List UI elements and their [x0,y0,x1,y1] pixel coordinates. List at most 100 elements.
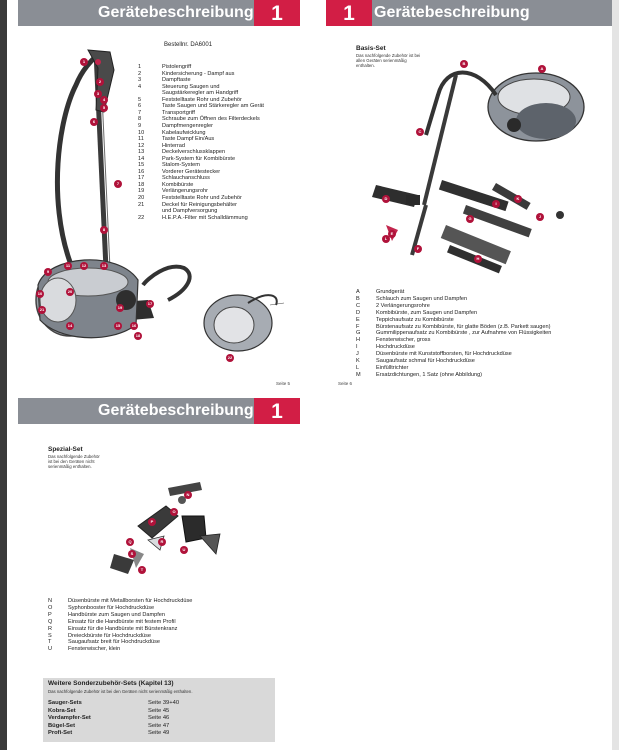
list-item-number: 7 [138,109,142,116]
list-item-number: 8 [138,116,142,123]
page-6: 1 Gerätebeschreibung Basis-Set Das nachf… [326,0,612,392]
list-item-number: H [356,337,361,344]
list-item-text: Grundgerät [376,289,405,295]
callout-marker: C [416,128,424,136]
callout-marker: 22 [226,354,234,362]
callout-marker: 16 [130,322,138,330]
list-item-number: B [356,295,360,302]
callout-marker: G [466,215,474,223]
list-item-number: 13 [138,149,145,156]
list-item-text: Düsenbürste mit Kunststoffborsten, für H… [376,351,512,358]
list-item-text: Taste Saugen und Stärkeregler am Gerät [162,103,264,110]
more-set-name: Verdampfer-Set [48,715,91,722]
list-item-number: S [48,632,52,639]
header-title: Gerätebeschreibung [98,4,254,21]
callout-marker: Q [126,538,134,546]
list-item-text: Einsatz für die Handbürste mit Bürstenkr… [68,625,178,632]
list-item-number: R [48,625,53,632]
list-item-number: 9 [138,122,142,129]
list-item-text: Pistolengriff [162,64,192,70]
viewer-scrollbar-track[interactable] [612,0,619,750]
callout-marker: 5 [100,104,108,112]
list-item-number: 22 [138,214,145,221]
spezial-set-illustration [110,482,221,574]
page-7: Gerätebeschreibung 1 Spezial-Set Das nac… [18,398,300,750]
callout-marker: 17 [146,300,154,308]
header-title: Gerätebeschreibung [374,4,530,21]
callout-marker: 2 [96,78,104,86]
steam-cleaner-illustration [35,49,192,339]
callout-marker: P [148,518,156,526]
more-set-page: Seite 39+40 [148,700,180,706]
list-item-text: Park-System für Kombibürste [162,155,236,162]
list-item-text: Verlängerungsrohr [162,188,209,195]
list-item-text: H.E.P.A.-Filter mit Schalldämmung [162,214,248,221]
header-title: Gerätebeschreibung [98,402,254,419]
list-item-number: I [356,344,358,351]
list-item-number: G [356,330,361,337]
callout-marker: D [382,195,390,203]
set-note: Das nachfolgende Zubehör [48,454,100,459]
more-set-page: Seite 49 [148,730,170,737]
list-item-number: T [48,639,52,646]
set-note: ist bei den Geräten nicht [48,459,95,464]
callout-marker: 21 [38,306,46,314]
list-item-number: 15 [138,162,145,169]
callout-marker: 15 [114,322,122,330]
callout-marker: 19 [116,304,124,312]
callout-marker: 7 [114,180,122,188]
list-item-number: 17 [138,175,145,182]
more-set-page: Seite 45 [148,707,170,714]
set-note: Das nachfolgende Zubehör ist bei [356,53,421,58]
more-set-page: Seite 47 [148,722,170,729]
list-item-number: 16 [138,168,145,175]
list-item-text: Feststelltaste Rohr und Zubehör [162,96,242,103]
list-item-text: Handbürste zum Saugen und Dampfen [68,611,166,618]
list-item-number: 14 [138,155,145,162]
chapter-badge: 1 [254,398,300,424]
callout-marker: 6 [90,118,98,126]
callout-marker: U [180,546,188,554]
list-item-text: Kindersicherung - Dampf aus [162,70,235,77]
list-item-text: Dreieckbürste für Hochdruckdüse [68,632,152,639]
more-sets-note: Das nachfolgende Zubehör ist bei den Ger… [48,689,193,694]
callout-marker: 3 [94,90,102,98]
list-item-text: Schlauchanschluss [162,175,210,182]
callout-marker: A [538,65,546,73]
callout-marker: K [514,195,522,203]
page-header: 1 Gerätebeschreibung [326,0,612,26]
list-item-number: U [48,646,53,653]
list-item-text: Gummilippenaufsatz zu Kombibürste , zur … [376,330,552,337]
list-item-number: D [356,309,361,316]
list-item-number: 3 [138,77,142,84]
more-set-name: Kobra-Set [48,707,76,714]
callout-marker: 14 [66,322,74,330]
list-item-text: Saugaufsatz schmal für Hochdruckdüse [376,358,475,364]
callout-marker: 12 [80,262,88,270]
list-item-text: Vorderer Gerätestecker [162,168,221,175]
callout-marker: E [388,230,396,238]
list-item-number: 21 [138,201,145,208]
list-item-number: 4 [138,83,142,90]
list-item-text: Kombibürste [162,181,194,188]
list-item-number: O [48,604,53,611]
list-item-number: C [356,302,361,309]
list-item-number: 6 [138,103,142,110]
callout-marker: T [138,566,146,574]
list-item-text: Kombibürste, zum Saugen und Dampfen [376,309,478,316]
order-number: Bestellnr. DA6001 [164,42,213,48]
callout-marker: 4 [100,96,108,104]
list-item-text: Bürstenaufsatz zu Kombibürste, für glatt… [376,323,551,330]
list-item-number: J [356,351,359,358]
list-item-text: Fensterwischer, klein [68,646,121,653]
more-sets-title: Weitere Sonderzubehör-Sets (Kapitel 13) [48,680,174,687]
callout-marker: F [414,245,422,253]
page-header: Gerätebeschreibung 1 [18,0,300,26]
more-set-name: Profi-Set [48,730,73,737]
list-item-text: Einsatz für die Handbürste mit festem Pr… [68,618,176,625]
page-header: Gerätebeschreibung 1 [18,398,300,424]
list-item-number: K [356,358,360,364]
set-title: Spezial-Set [48,446,83,453]
list-item-text: und Dampfversorgung [162,208,218,215]
list-item-number: 1 [138,64,142,70]
